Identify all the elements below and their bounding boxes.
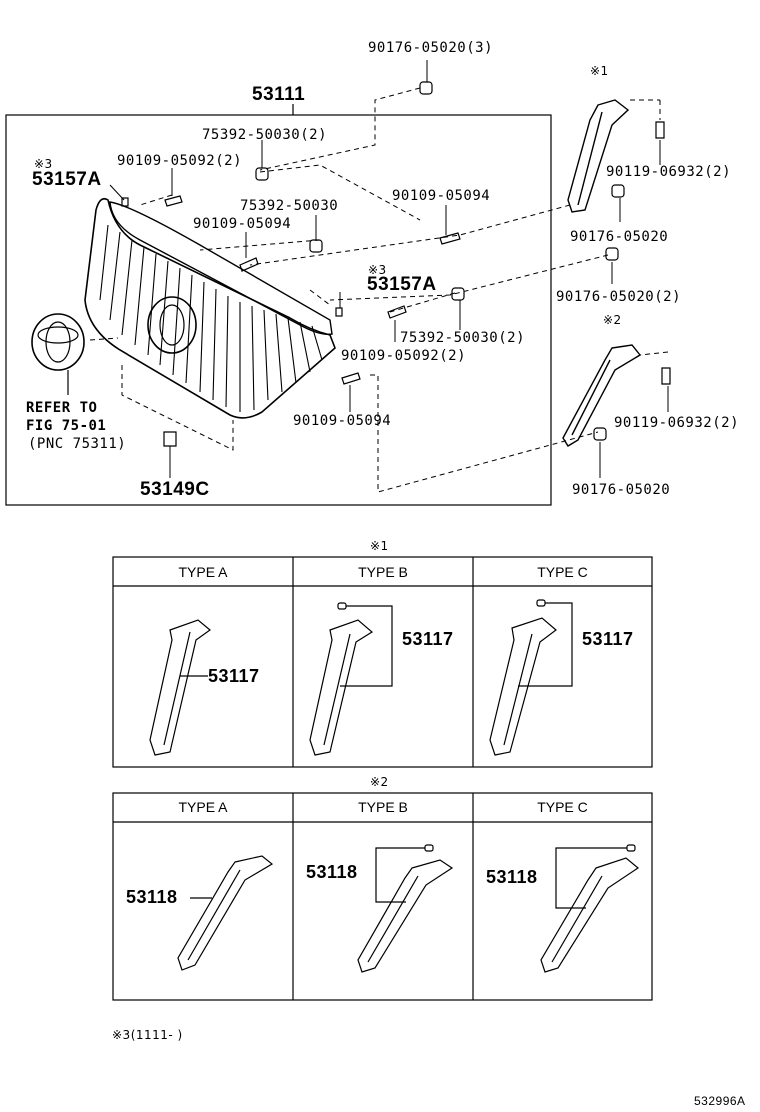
callout-75392-50030: 75392-50030: [240, 198, 339, 214]
table-2: [112, 792, 653, 1001]
callout-90176-05020-3: 90176-05020(3): [368, 40, 494, 56]
table-1-header-type-b: TYPE B: [358, 564, 408, 580]
callout-53157a-2: 53157A: [367, 274, 437, 295]
callout-mark-2: ※2: [603, 313, 622, 327]
callout-53111: 53111: [252, 84, 306, 105]
callout-refer-to: REFER TO: [26, 400, 98, 416]
callout-90109-05094-b: 90109-05094: [392, 188, 491, 204]
callout-75392-50030-2a: 75392-50030(2): [202, 127, 328, 143]
callout-mark-1: ※1: [590, 64, 609, 78]
table-1-header-type-c: TYPE C: [537, 564, 588, 580]
table-1-part-a: 53117: [208, 666, 260, 686]
grille-assembly: [84, 197, 336, 419]
callout-53157a-1: 53157A: [32, 169, 102, 190]
table-1-part-b: 53117: [402, 629, 454, 649]
emblem: [31, 313, 85, 395]
callout-90109-05094-a: 90109-05094: [193, 216, 292, 232]
callout-90176-05020-2: 90176-05020(2): [556, 289, 682, 305]
callout-90176-05020-a: 90176-05020: [570, 229, 669, 245]
table-1-header-type-a: TYPE A: [178, 564, 228, 580]
callout-90119-06932-2b: 90119-06932(2): [614, 415, 740, 431]
bracket-53118-main: [562, 344, 642, 447]
callout-53149c: 53149C: [140, 479, 210, 500]
callout-90119-06932-2a: 90119-06932(2): [606, 164, 732, 180]
table-2-part-a: 53118: [126, 887, 178, 907]
callout-90176-05020-b: 90176-05020: [572, 482, 671, 498]
callout-mark-3a: ※3: [34, 157, 53, 171]
figure-code: 532996A: [694, 1094, 746, 1108]
table-1: [112, 556, 653, 768]
callout-90109-05094-c: 90109-05094: [293, 413, 392, 429]
callout-pnc-75311: (PNC 75311): [28, 436, 127, 452]
callout-mark-3b: ※3: [368, 263, 387, 277]
table-2-part-b: 53118: [306, 862, 358, 882]
table-1-mark: ※1: [370, 539, 389, 553]
fasteners: [121, 81, 671, 447]
callout-90109-05092-2b: 90109-05092(2): [341, 348, 467, 364]
callout-fig-75-01: FIG 75-01: [26, 418, 107, 434]
table-2-header-type-c: TYPE C: [537, 799, 588, 815]
table-2-header-type-b: TYPE B: [358, 799, 408, 815]
callout-75392-50030-2b: 75392-50030(2): [400, 330, 526, 346]
table-1-part-c: 53117: [582, 629, 634, 649]
callout-90109-05092-2a: 90109-05092(2): [117, 153, 243, 169]
bracket-53117-main: [567, 99, 630, 213]
table-2-part-c: 53118: [486, 867, 538, 887]
table-2-mark: ※2: [370, 775, 389, 789]
table-2-header-type-a: TYPE A: [178, 799, 228, 815]
footnote: ※3(1111- ): [112, 1028, 183, 1042]
main-frame: [5, 114, 552, 506]
